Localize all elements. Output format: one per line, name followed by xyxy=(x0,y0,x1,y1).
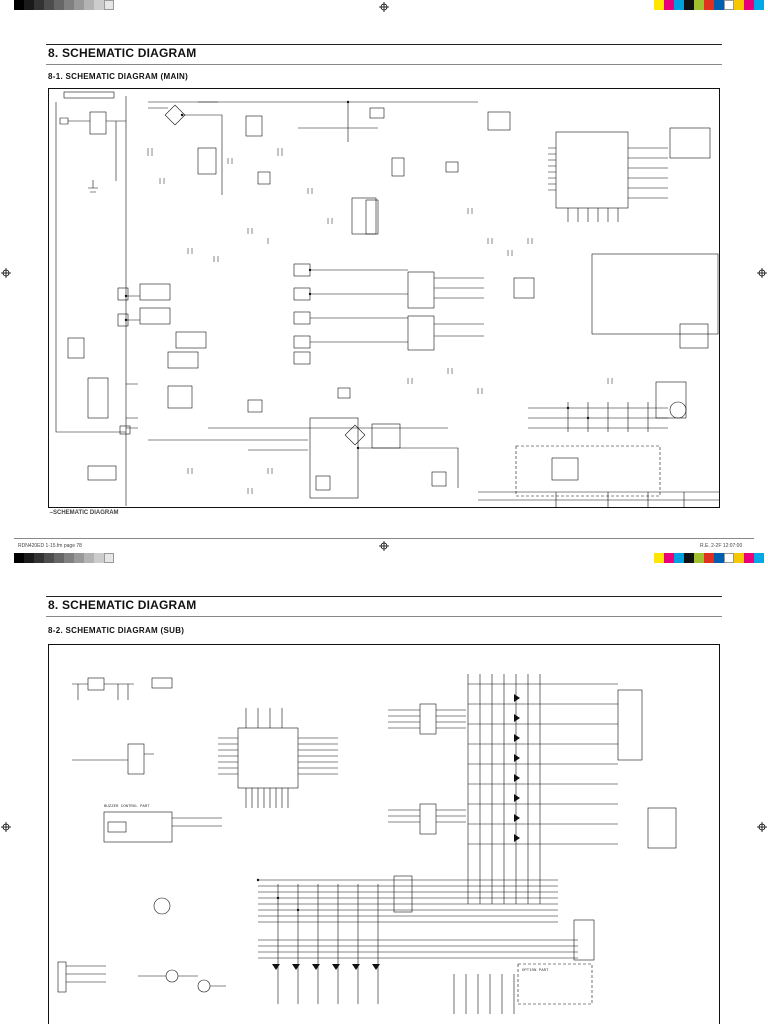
registration-mark-icon xyxy=(757,268,767,278)
main-schematic-diagram xyxy=(48,88,720,508)
gray-swatch-bar xyxy=(14,0,124,10)
section-rule xyxy=(46,616,722,617)
gray-swatch xyxy=(34,553,44,563)
gray-swatch xyxy=(104,0,114,10)
gray-swatch-bar xyxy=(14,553,124,563)
section-rule xyxy=(46,64,722,65)
color-swatch xyxy=(744,553,754,563)
gray-swatch xyxy=(24,553,34,563)
page-title: 8. SCHEMATIC DIAGRAM xyxy=(48,46,197,60)
color-swatch xyxy=(654,553,664,563)
color-swatch xyxy=(704,553,714,563)
page-divider xyxy=(14,538,754,539)
section-rule xyxy=(46,596,722,597)
gray-swatch xyxy=(54,553,64,563)
section-subtitle: 8-1. SCHEMATIC DIAGRAM (MAIN) xyxy=(48,72,189,81)
color-swatch xyxy=(724,0,734,10)
color-swatch xyxy=(684,553,694,563)
footer-left: RDN420ED 1-15.fm page 78 xyxy=(18,543,82,549)
color-swatch-bar xyxy=(654,0,764,10)
registration-mark-icon xyxy=(1,268,11,278)
gray-swatch xyxy=(84,0,94,10)
color-swatch xyxy=(734,0,744,10)
option-part-label: OPTION PART xyxy=(522,969,549,973)
gray-swatch xyxy=(104,553,114,563)
gray-swatch xyxy=(94,553,104,563)
sub-schematic-diagram xyxy=(48,644,720,1024)
color-swatch xyxy=(684,0,694,10)
color-swatch xyxy=(694,0,704,10)
gray-swatch xyxy=(24,0,34,10)
color-swatch xyxy=(664,553,674,563)
color-swatch xyxy=(714,0,724,10)
color-swatch xyxy=(664,0,674,10)
color-swatch xyxy=(724,553,734,563)
buzzer-control-label: BUZZER CONTROL PART xyxy=(104,805,150,809)
gray-swatch xyxy=(64,553,74,563)
color-swatch xyxy=(704,0,714,10)
color-swatch xyxy=(754,553,764,563)
color-swatch-bar xyxy=(654,553,764,563)
gray-swatch xyxy=(34,0,44,10)
registration-mark-icon xyxy=(1,822,11,832)
gray-swatch xyxy=(14,553,24,563)
section-rule xyxy=(46,44,722,45)
color-swatch xyxy=(674,553,684,563)
gray-swatch xyxy=(44,553,54,563)
color-swatch xyxy=(734,553,744,563)
gray-swatch xyxy=(54,0,64,10)
registration-mark-icon xyxy=(757,822,767,832)
registration-mark-icon xyxy=(379,541,389,551)
gray-swatch xyxy=(14,0,24,10)
color-swatch xyxy=(694,553,704,563)
gray-swatch xyxy=(84,553,94,563)
page-title: 8. SCHEMATIC DIAGRAM xyxy=(48,598,197,612)
section-subtitle: 8-2. SCHEMATIC DIAGRAM (SUB) xyxy=(48,626,185,635)
gray-swatch xyxy=(94,0,104,10)
color-swatch xyxy=(714,553,724,563)
diagram-caption: –SCHEMATIC DIAGRAM xyxy=(48,510,119,516)
color-swatch xyxy=(744,0,754,10)
gray-swatch xyxy=(64,0,74,10)
gray-swatch xyxy=(74,553,84,563)
gray-swatch xyxy=(74,0,84,10)
registration-mark-icon xyxy=(379,2,389,12)
color-swatch xyxy=(654,0,664,10)
color-swatch xyxy=(754,0,764,10)
gray-swatch xyxy=(44,0,54,10)
footer-right: R.E. 2-2F 12:07:00 xyxy=(700,543,743,549)
color-swatch xyxy=(674,0,684,10)
